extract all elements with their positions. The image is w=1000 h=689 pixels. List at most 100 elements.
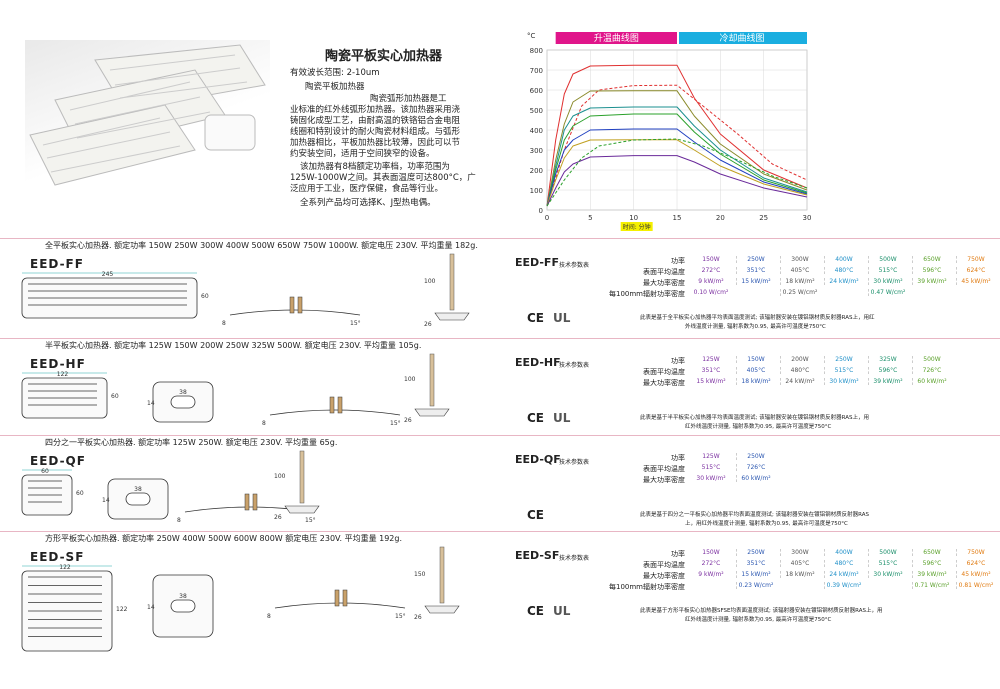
table-row-label: 表面平均温度 (643, 368, 685, 376)
table-cell: 18 kW/m² (780, 571, 819, 578)
table-cell: 30 kW/m² (696, 475, 726, 482)
series-line (546, 138, 808, 207)
x-tick-label: 15 (673, 214, 682, 222)
table-cell: 405°C (780, 560, 819, 567)
width-dim: 245 (102, 271, 114, 278)
table-note: 上，用红外线温度计测量, 辐射系数为0.95, 最高许可温度是750°C (685, 521, 848, 527)
table-row-label: 最大功率密度 (643, 572, 685, 580)
probe-length-dim: 150 (414, 571, 426, 578)
probe-base-dim: 26 (414, 614, 422, 621)
series-line (546, 128, 808, 207)
angle-dim: 15° (395, 613, 406, 620)
probe-base (414, 408, 450, 417)
terminal-pin (252, 493, 258, 511)
table-caption: 技术参数表 (559, 555, 590, 562)
table-cell: 125W (702, 356, 720, 363)
terminal-pin (342, 589, 348, 607)
table-cell: 515°C (701, 464, 721, 471)
table-cell: 250W (736, 549, 775, 556)
x-tick-label: 5 (588, 214, 592, 222)
table-row-label: 每100mm辐射功率密度 (609, 290, 685, 298)
series-line (546, 64, 808, 207)
table-row-label: 表面平均温度 (643, 465, 685, 473)
table-cell: 150W (702, 549, 720, 556)
table-cell: 18 kW/m² (736, 378, 775, 385)
intro-subtitle: 陶瓷平板加热器 (305, 82, 365, 92)
width-dim: 122 (57, 371, 69, 378)
section-title: 全平板实心加热器. 额定功率 150W 250W 300W 400W 500W … (45, 241, 478, 250)
intro-line: 铸固化成型工艺，由耐高温的铁铬铝合金电阻 (290, 116, 461, 126)
terminal-pin (337, 396, 343, 414)
intro-line: 泛应用于工业，医疗保健，食品等行业。 (290, 184, 444, 194)
series-line (546, 84, 808, 207)
table-cell: 400W (824, 549, 863, 556)
intro-line: 陶瓷弧形加热器是工 (370, 94, 447, 104)
table-caption: 技术参数表 (559, 362, 590, 369)
table-cell: 515°C (868, 267, 907, 274)
intro-line: 业标准的红外线弧形加热器。该加热器采用浇 (290, 105, 461, 115)
table-cell: 515°C (868, 560, 907, 567)
section-divider (0, 338, 1000, 339)
model-name: EED-HF (30, 357, 86, 371)
table-row-label: 最大功率密度 (643, 279, 685, 287)
y-tick-label: 0 (539, 207, 543, 215)
x-tick-label: 10 (629, 214, 638, 222)
terminal-height-dim: 14 (102, 497, 110, 504)
table-row-label: 最大功率密度 (643, 379, 685, 387)
xlabel-highlight (620, 222, 653, 231)
table-cell: 726°C (736, 464, 775, 471)
table-cell: 39 kW/m² (912, 571, 951, 578)
terminal-pin (244, 493, 250, 511)
table-row-label: 最大功率密度 (643, 476, 685, 484)
table-model-name: EED-FF (515, 256, 559, 269)
table-cell: 0.23 W/cm² (736, 582, 775, 589)
table-cell: 272°C (701, 560, 721, 567)
table-cell: 15 kW/m² (696, 378, 726, 385)
terminal-width-dim: 38 (134, 486, 142, 493)
ul-mark: UL (553, 411, 571, 425)
table-model-name: EED-SF (515, 549, 560, 562)
probe-rod (299, 450, 305, 504)
coil-pattern (28, 576, 102, 637)
intro-line: 线圈和特别设计的耐火陶瓷材料组成。与弧形 (290, 127, 461, 137)
series-line (546, 155, 808, 207)
table-cell: 750W (956, 256, 995, 263)
table-cell: 0.25 W/cm² (780, 289, 819, 296)
table-caption: 技术参数表 (559, 262, 590, 269)
y-tick-label: 600 (530, 87, 543, 95)
x-tick-label: 30 (803, 214, 812, 222)
probe-rod (429, 353, 435, 407)
table-cell: 24 kW/m² (824, 571, 863, 578)
table-cell: 480°C (824, 267, 863, 274)
probe-rod (449, 253, 455, 311)
terminal-pin (297, 296, 303, 314)
heater-illustration (29, 44, 266, 186)
section-title: 半平板实心加热器. 额定功率 125W 150W 200W 250W 325W … (45, 341, 422, 350)
table-cell: 272°C (701, 267, 721, 274)
probe-base-dim: 26 (404, 417, 412, 424)
width-dim: 122 (59, 564, 71, 571)
table-cell: 300W (780, 549, 819, 556)
table-cell: 480°C (824, 560, 863, 567)
table-row-label: 功率 (671, 257, 685, 265)
y-tick-label: 100 (530, 187, 543, 195)
table-cell: 24 kW/m² (780, 378, 819, 385)
ul-mark: UL (553, 311, 571, 325)
probe-base (424, 605, 460, 614)
y-tick-label: 400 (530, 127, 543, 135)
table-cell: 30 kW/m² (868, 571, 907, 578)
table-note: 红外线温度计测量, 辐射系数为0.95, 最高许可温度是750°C (685, 617, 832, 623)
table-note: 此表是基于全平板实心加热器平均表面温度测试; 该辐射器安装在镀铝钢材质反射器RA… (640, 315, 875, 321)
table-cell: 9 kW/m² (698, 278, 724, 285)
table-cell: 405°C (780, 267, 819, 274)
table-cell: 0.39 W/cm² (824, 582, 863, 589)
table-cell: 150W (702, 256, 720, 263)
intro-line: 125W-1000W之间。其表面温度可达800°C，广 (290, 173, 476, 183)
angle-dim: 15° (350, 320, 361, 327)
table-cell: 15 kW/m² (736, 571, 775, 578)
